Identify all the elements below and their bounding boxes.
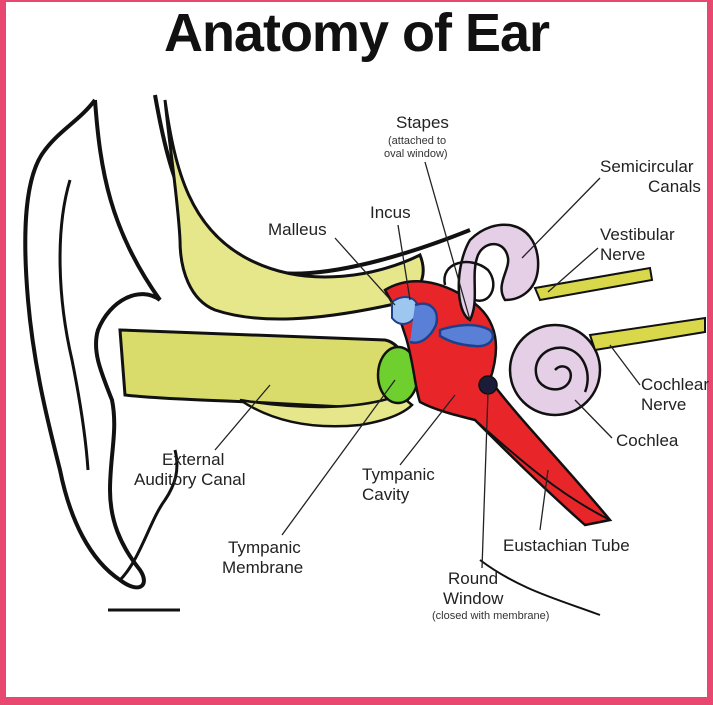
label-cochlear-nerve-2: Nerve (641, 395, 686, 414)
label-malleus: Malleus (268, 220, 327, 239)
label-tympanic-cavity-2: Cavity (362, 485, 410, 504)
label-incus: Incus (370, 203, 411, 222)
leader-lines (214, 161, 641, 569)
label-external-canal-2: Auditory Canal (134, 470, 246, 489)
label-cochlear-nerve-1: Cochlear (641, 375, 709, 394)
vestibular-nerve (533, 266, 654, 302)
canal-lower-bone (239, 393, 414, 428)
external-auditory-canal (118, 328, 413, 412)
label-tympanic-membrane-1: Tympanic (228, 538, 301, 557)
label-stapes: Stapes (396, 113, 449, 132)
jaw-line (479, 559, 601, 616)
auricle-inner (58, 179, 90, 471)
label-stapes-note-1: (attached to (388, 135, 446, 147)
cochlear-nerve (588, 316, 706, 352)
label-vestibular-1: Vestibular (600, 225, 675, 244)
lower-skin (108, 449, 180, 612)
label-cochlea: Cochlea (616, 431, 679, 450)
stapes (438, 323, 495, 348)
label-external-canal-1: External (162, 450, 224, 469)
temporal-bone (163, 99, 425, 321)
canal-loop (443, 260, 495, 302)
skin-upper (93, 99, 162, 302)
round-window (478, 375, 498, 395)
semicircular-canals (457, 223, 540, 322)
label-round-window-1: Round (448, 569, 498, 588)
label-eustachian: Eustachian Tube (503, 536, 630, 555)
label-semicircular-2: Canals (648, 177, 701, 196)
label-tympanic-cavity-1: Tympanic (362, 465, 435, 484)
eustachian-tube (474, 419, 611, 521)
label-round-window-2: Window (443, 589, 504, 608)
incus (409, 302, 439, 344)
label-round-window-note: (closed with membrane) (432, 610, 549, 622)
label-vestibular-2: Nerve (600, 245, 645, 264)
label-semicircular-1: Semicircular (600, 157, 694, 176)
cochlea-spiral (534, 346, 589, 393)
label-tympanic-membrane-2: Membrane (222, 558, 303, 577)
label-stapes-note-2: oval window) (384, 148, 448, 160)
diagram-title: Anatomy of Ear (163, 3, 550, 63)
